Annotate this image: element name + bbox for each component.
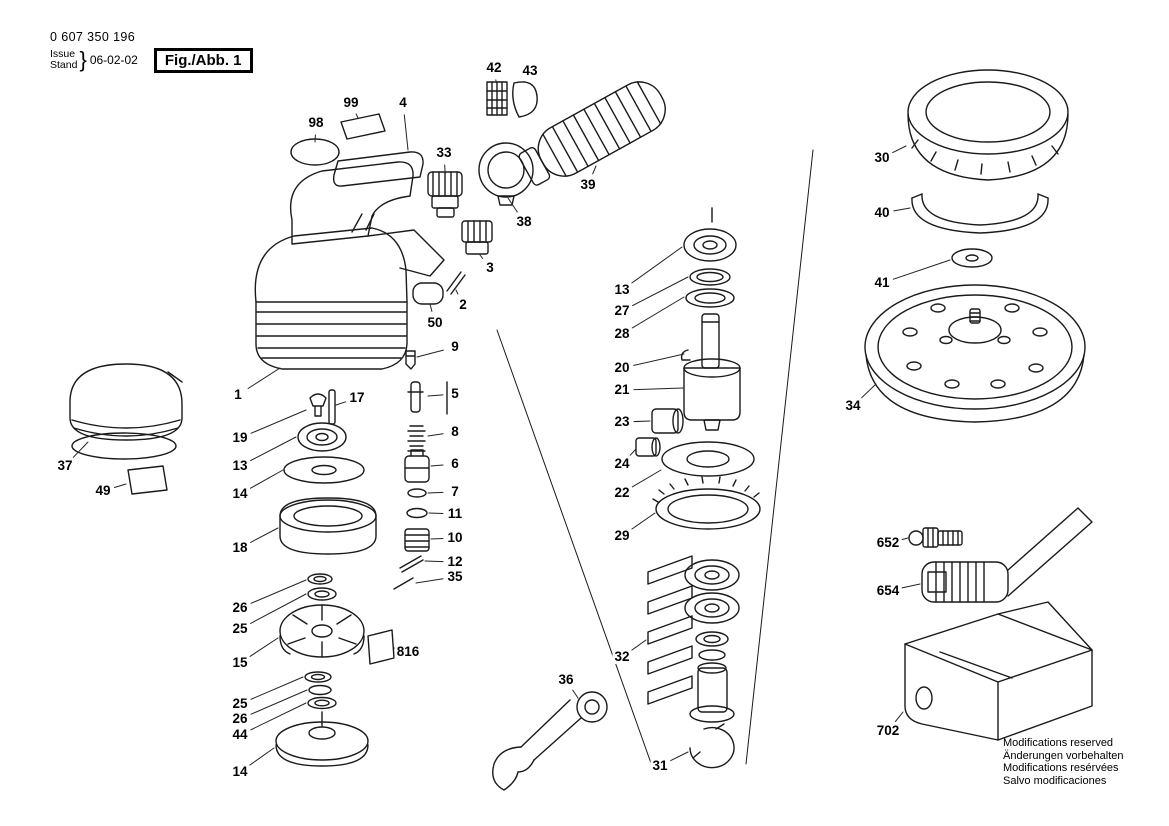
leader-line-21	[633, 387, 684, 391]
rotor-stack	[275, 350, 416, 767]
leader-line-41	[892, 259, 951, 280]
leader-line-1	[247, 367, 281, 389]
leader-line-36	[572, 689, 579, 699]
leader-line-654	[899, 583, 921, 589]
note-line-fr: Modifications resérvées	[1003, 762, 1119, 774]
figure-label: Fig./Abb. 1	[153, 47, 253, 73]
leader-line-13b	[631, 246, 683, 284]
leader-line-37	[72, 441, 89, 458]
leader-line-29	[631, 512, 656, 530]
valve-parts	[393, 381, 448, 590]
support-grip	[69, 363, 183, 495]
leader-line-9	[416, 349, 444, 358]
leader-line-7	[427, 491, 444, 494]
note-line-de: Änderungen vorbehalten	[1003, 749, 1124, 762]
assembly-axis-lines	[496, 149, 814, 767]
leader-line-14c	[249, 747, 275, 766]
pad-and-accessories	[864, 69, 1093, 741]
leader-line-25a	[250, 593, 307, 624]
main-housing	[254, 113, 466, 370]
leader-line-8	[427, 433, 444, 437]
leader-line-49	[114, 483, 127, 488]
leader-line-702	[894, 711, 904, 723]
issue-row: Issue Stand } 06-02-02 Fig./Abb. 1	[50, 47, 253, 73]
leader-line-3	[479, 254, 484, 259]
leader-line-4	[403, 114, 409, 151]
title-block: 0 607 350 196 Issue Stand } 06-02-02 Fig…	[50, 30, 253, 73]
issue-stand-words: Issue Stand	[50, 49, 77, 71]
leader-line-28	[631, 296, 685, 329]
leader-line-25b	[250, 676, 304, 700]
leader-line-13a	[250, 436, 297, 461]
leader-lines	[72, 79, 951, 766]
leader-line-816	[393, 647, 397, 650]
leader-line-99	[355, 113, 359, 119]
note-line-en: Modifications reserved	[1003, 737, 1114, 749]
leader-line-20	[633, 353, 685, 366]
note-line-es: Salvo modificaciones	[1003, 774, 1107, 787]
leader-line-26b	[250, 689, 308, 715]
leader-line-34	[861, 383, 877, 399]
pin-wrench	[492, 691, 608, 791]
leader-line-39	[592, 165, 597, 175]
leader-line-5	[427, 394, 444, 397]
leader-line-27	[632, 276, 689, 306]
leader-line-23	[633, 420, 651, 423]
leader-line-44	[250, 702, 307, 731]
leader-line-2	[455, 289, 459, 295]
leader-line-50	[429, 303, 433, 312]
leader-line-22	[631, 469, 662, 488]
spindle-assembly	[635, 207, 761, 769]
modifications-note: Modifications reserved Änderungen vorbeh…	[1003, 737, 1123, 787]
leader-line-11	[428, 512, 444, 514]
issue-date: 06-02-02	[89, 53, 138, 67]
issue-label: Issue	[50, 48, 76, 60]
leader-line-652	[899, 537, 909, 541]
leader-line-31	[670, 751, 689, 762]
leader-line-14a	[250, 469, 284, 489]
leader-line-24	[629, 448, 637, 456]
leader-line-35	[415, 578, 444, 584]
leader-line-40	[893, 207, 911, 212]
leader-line-12	[424, 560, 444, 563]
leader-line-30	[892, 145, 907, 154]
leader-line-6	[430, 464, 444, 467]
leader-line-19	[250, 409, 307, 434]
brace-glyph: }	[79, 47, 87, 72]
leader-line-38	[507, 197, 518, 213]
leader-line-32	[631, 639, 647, 651]
exhaust-hose	[518, 81, 666, 186]
leader-line-15	[249, 637, 279, 657]
leader-line-10	[430, 538, 444, 540]
document-part-number: 0 607 350 196	[50, 30, 136, 44]
leader-line-17	[335, 401, 347, 406]
leader-line-26a	[250, 579, 307, 604]
stand-label: Stand	[50, 59, 78, 71]
air-inlet-fittings	[427, 81, 666, 255]
leader-line-18	[250, 527, 279, 543]
